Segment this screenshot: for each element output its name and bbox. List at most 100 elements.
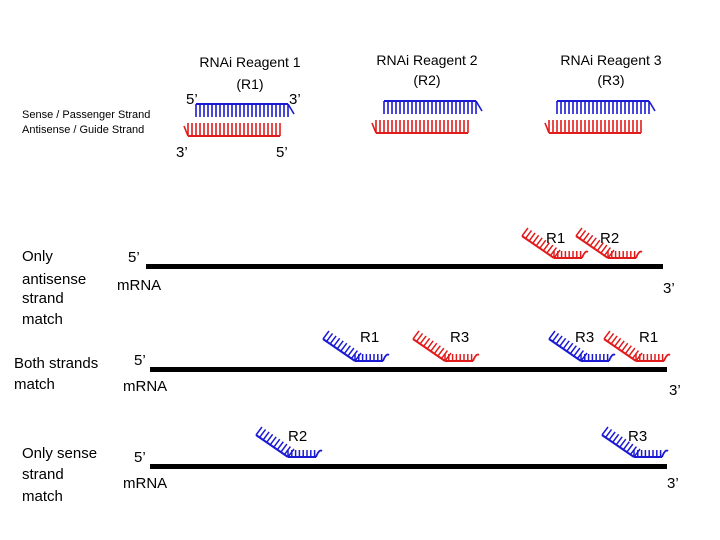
row-2-binder-3-diag-tooth: [580, 352, 588, 362]
legend-antisense-label: Antisense / Guide Strand: [22, 124, 144, 136]
row-2-binder-1-diag-tooth: [354, 352, 362, 362]
row-2-binder-2-diag-tooth: [419, 335, 427, 345]
row-2-binder-2-diag-tooth: [423, 337, 431, 347]
row-2-binder-1-label: R1: [360, 329, 379, 346]
row-1-label-line-3: strand: [22, 290, 64, 307]
row-1-binder-1-diag-tooth: [528, 232, 536, 242]
row-2-binder-2-curl: [472, 353, 480, 362]
row-1-label-line-2: antisense: [22, 271, 86, 288]
row-3-binder-1-diagonal: [255, 434, 289, 458]
row-3-mrna-label: mRNA: [123, 475, 167, 492]
reagent-3-duplex: [544, 100, 656, 134]
row-3-label-line-1: Only sense: [22, 445, 97, 462]
row-3-label-line-2: strand: [22, 466, 64, 483]
row-1-binder-1-diag-tooth: [542, 242, 550, 252]
reagent-1-sense-overhang: [287, 103, 295, 115]
reagent-2-name: RNAi Reagent 2: [376, 52, 477, 68]
row-1-binder-2-curl: [635, 250, 643, 259]
row-2-binder-1-diag-tooth: [329, 335, 337, 345]
row-3-binder-1-label: R2: [288, 428, 307, 445]
row-2-binder-1-diag-tooth: [325, 332, 334, 342]
row-1-label-line-1: Only: [22, 248, 53, 265]
row-1-binder-2-diag-tooth: [586, 234, 594, 244]
row-1-binder-2-diag-tooth: [600, 244, 608, 254]
row-2-binder-3-diag-tooth: [562, 340, 570, 350]
row-2-mrna-label: mRNA: [123, 378, 167, 395]
row-3-binder-2-curl: [661, 449, 669, 458]
row-2-binder-4-diag-tooth: [617, 340, 625, 350]
row-3-binder-1-diag-tooth: [258, 428, 267, 438]
row-2-binder-4-curl: [663, 353, 671, 362]
row-2-binder-2-diag-tooth: [433, 345, 441, 355]
row-1-binder-r2-label: R2: [600, 230, 619, 247]
row-1-binder-2-diagonal: [575, 235, 609, 259]
row-3-mrna-line: [150, 464, 667, 469]
row-2-binder-2-diag-tooth: [437, 347, 445, 357]
row-2-binder-4-diag-tooth: [606, 332, 615, 342]
row-3-5prime: 5’: [134, 449, 146, 466]
row-1-binder-2-diag-tooth: [578, 229, 587, 239]
row-2-binder-2-diag-tooth: [426, 340, 434, 350]
reagent-1-duplex: [183, 103, 295, 137]
row-1-mrna-line: [146, 264, 663, 269]
row-3-binder-1-diag-tooth: [273, 438, 281, 448]
row-2-label-line-1: Both strands: [14, 355, 98, 372]
row-1-binder-r1: [521, 227, 589, 259]
row-2-mrna-line: [150, 367, 667, 372]
row-2-binder-r1-antisense: [603, 330, 671, 362]
row-2-binder-3-diag-tooth: [569, 345, 577, 355]
row-1-binder-1-diag-tooth: [535, 237, 543, 247]
row-1-binder-1-diag-tooth: [546, 244, 554, 254]
row-3-binder-r3: [601, 426, 669, 458]
row-1-3prime: 3’: [663, 280, 675, 297]
row-2-label-line-2: match: [14, 376, 55, 393]
reagent-3-code: (R3): [597, 72, 624, 88]
row-2-binder-3-diag-tooth: [573, 347, 581, 357]
row-3-binder-2-diag-tooth: [615, 436, 623, 446]
reagent-1-name: RNAi Reagent 1: [199, 54, 300, 70]
row-3-binder-2-diag-tooth: [604, 428, 613, 438]
reagent-1-antisense-overhang: [183, 125, 189, 137]
row-2-binder-2-diag-tooth: [444, 352, 452, 362]
row-2-binder-1-diag-tooth: [322, 330, 330, 340]
row-3-binder-1-curl: [315, 449, 323, 458]
row-1-binder-1-diag-tooth: [524, 229, 533, 239]
row-2-binder-1-diag-tooth: [347, 347, 355, 357]
row-2-binder-r3-sense: [548, 330, 616, 362]
row-2-binder-4-label: R1: [639, 329, 658, 346]
row-2-binder-1-diag-tooth: [340, 342, 348, 352]
reagent-2-duplex: [371, 100, 483, 134]
row-1-binder-2-diag-tooth: [607, 249, 615, 259]
row-2-binder-4-diagonal: [603, 338, 637, 362]
row-1-binder-2-diag-tooth: [596, 242, 604, 252]
reagent-2-antisense-overhang: [371, 122, 377, 134]
row-1-binder-1-curl: [581, 250, 589, 259]
row-1-label-line-4: match: [22, 311, 63, 328]
reagent-1-code: (R1): [236, 76, 263, 92]
reagent-3-antisense-overhang: [544, 122, 550, 134]
row-2-binder-4-diag-tooth: [614, 337, 622, 347]
row-3-binder-2-diag-tooth: [633, 448, 641, 458]
row-2-binder-4-diag-tooth: [603, 330, 611, 340]
row-3-binder-2-label: R3: [628, 428, 647, 445]
row-1-binder-1-diag-tooth: [532, 234, 540, 244]
row-2-5prime: 5’: [134, 352, 146, 369]
row-2-binder-3-diag-tooth: [551, 332, 560, 342]
row-2-binder-4-diag-tooth: [635, 352, 643, 362]
row-3-binder-2-diag-tooth: [608, 431, 616, 441]
row-2-binder-2-diag-tooth: [430, 342, 438, 352]
row-2-binder-3-curl: [608, 353, 616, 362]
row-2-binder-4-diag-tooth: [624, 345, 632, 355]
reagent-1-antisense-5prime: 5’: [276, 144, 288, 161]
row-2-binder-3-diagonal: [548, 338, 582, 362]
row-3-binder-2-diag-tooth: [612, 433, 620, 443]
row-2-binder-1-diag-tooth: [336, 340, 344, 350]
row-1-binder-1-diag-tooth: [521, 227, 529, 237]
legend-sense-label: Sense / Passenger Strand: [22, 109, 150, 121]
row-3-binder-1-diag-tooth: [287, 448, 295, 458]
row-2-binder-4-diag-tooth: [621, 342, 629, 352]
row-3-binder-1-diag-tooth: [266, 433, 274, 443]
row-2-binder-3-diag-tooth: [566, 342, 574, 352]
row-1-binder-2-diag-tooth: [589, 237, 597, 247]
